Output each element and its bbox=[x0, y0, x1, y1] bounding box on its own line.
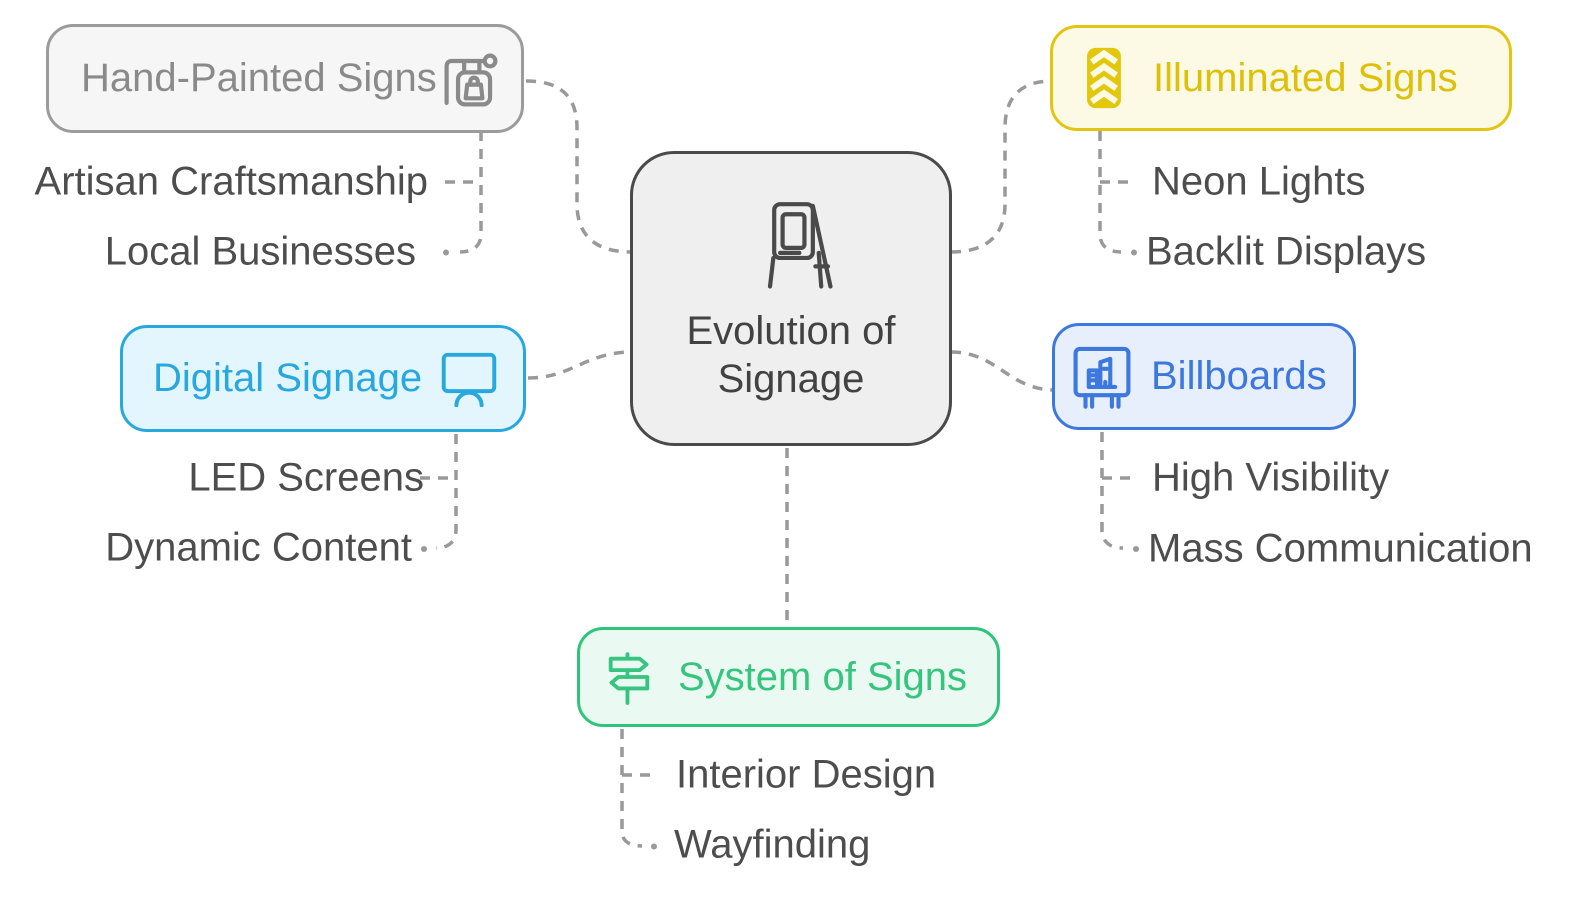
spine-system-children bbox=[620, 729, 643, 848]
leaf-local-businesses: Local Businesses bbox=[104, 229, 416, 274]
leaf-dynamic-content: Dynamic Content bbox=[105, 525, 412, 570]
center-node-label: Evolution of Signage bbox=[686, 307, 895, 403]
connector-digital-to-center bbox=[527, 350, 633, 380]
leaf-high-visibility: High Visibility bbox=[1152, 455, 1390, 500]
branch-system-of-signs-label: System of Signs bbox=[678, 654, 968, 699]
dot-dynamic-content bbox=[421, 546, 427, 552]
hanging-shop-sign-icon bbox=[444, 53, 498, 107]
dot-local-businesses bbox=[443, 249, 449, 256]
branch-system-of-signs: System of Signs bbox=[577, 627, 1000, 727]
leaf-backlit-displays: Backlit Displays bbox=[1146, 229, 1427, 274]
center-node-evolution-of-signage: Evolution of Signage bbox=[630, 151, 952, 446]
branch-hand-painted-signs: Hand-Painted Signs bbox=[46, 24, 524, 133]
leaf-neon-lights: Neon Lights bbox=[1152, 159, 1366, 204]
spine-digital-children bbox=[435, 434, 458, 550]
dot-mass-communication bbox=[1133, 546, 1139, 552]
branch-billboards: Billboards bbox=[1052, 323, 1356, 430]
branch-illuminated-signs-label: Illuminated Signs bbox=[1153, 55, 1458, 100]
branch-billboards-label: Billboards bbox=[1151, 354, 1327, 398]
center-label-line2: Signage bbox=[717, 357, 865, 401]
dot-backlit-displays bbox=[1131, 249, 1137, 256]
branch-illuminated-signs: Illuminated Signs bbox=[1050, 25, 1512, 131]
spine-illuminated-children bbox=[1098, 131, 1122, 254]
leaf-mass-communication: Mass Communication bbox=[1148, 526, 1533, 571]
a-frame-sign-icon bbox=[767, 202, 833, 289]
connector-center-to-billboards bbox=[950, 350, 1056, 392]
connector-hand-to-center bbox=[525, 79, 632, 254]
branch-digital-signage-label: Digital Signage bbox=[153, 356, 423, 400]
leaf-interior-design: Interior Design bbox=[676, 752, 937, 797]
dot-wayfinding bbox=[651, 843, 657, 850]
spine-hand-children bbox=[459, 131, 483, 254]
leaf-wayfinding: Wayfinding bbox=[674, 822, 871, 867]
signpost-icon bbox=[608, 652, 650, 705]
center-label-line1: Evolution of bbox=[686, 309, 896, 353]
branch-digital-signage: Digital Signage bbox=[120, 325, 526, 432]
spine-billboards-children bbox=[1100, 432, 1124, 550]
chevron-light-column-icon bbox=[1087, 47, 1121, 109]
leaf-led-screens: LED Screens bbox=[188, 455, 424, 500]
leaf-artisan-craftsmanship: Artisan Craftsmanship bbox=[34, 159, 428, 204]
branch-hand-painted-signs-label: Hand-Painted Signs bbox=[81, 56, 437, 100]
billboard-icon bbox=[1073, 346, 1131, 409]
connector-center-to-illuminated bbox=[950, 79, 1053, 254]
display-screen-icon bbox=[441, 352, 497, 407]
